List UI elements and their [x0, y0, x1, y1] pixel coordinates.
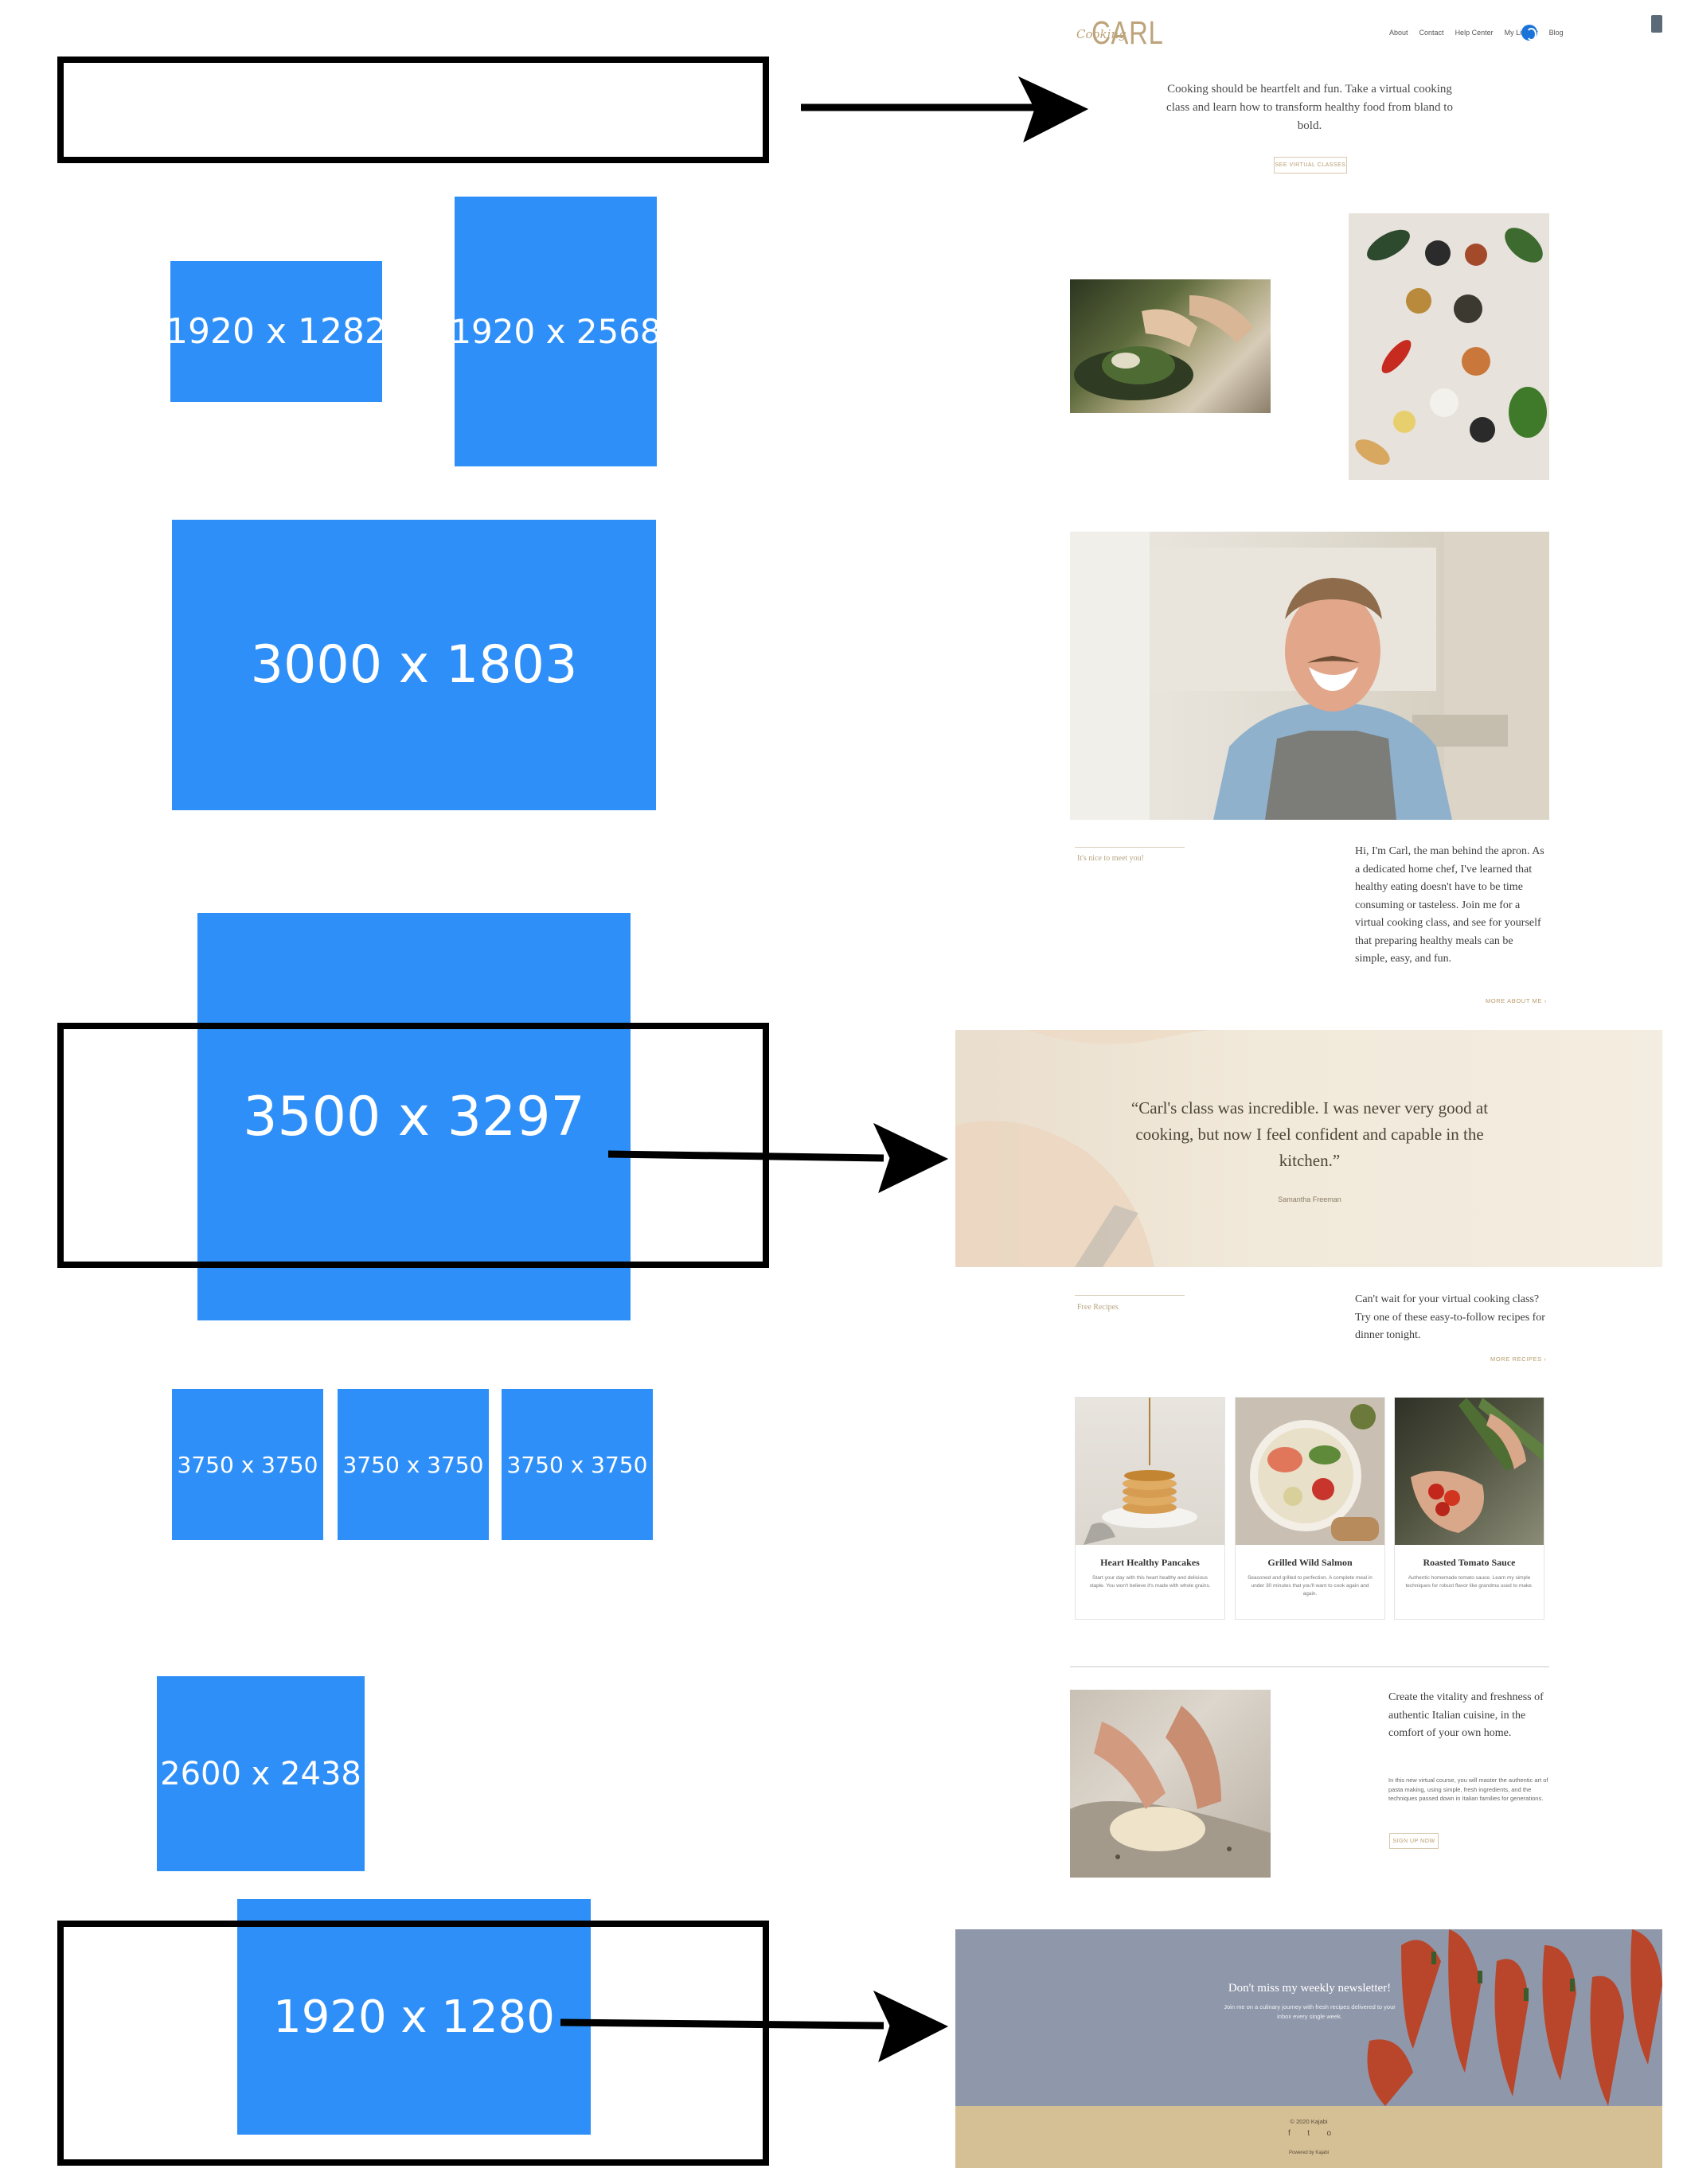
arrow-2-head [873, 1122, 949, 1193]
italian-course-body: In this new virtual course, you will mas… [1388, 1776, 1548, 1802]
account-icon[interactable] [1521, 25, 1537, 41]
tomatoes-hands-photo [1395, 1398, 1544, 1545]
instagram-icon[interactable]: o [1326, 2129, 1331, 2138]
testimonial-author: Samantha Freeman [1278, 1195, 1341, 1203]
arrow-3-head [873, 1990, 949, 2062]
recipe-description: Authentic homemade tomato sauce. Learn m… [1405, 1575, 1533, 1589]
recipe-card-salmon[interactable]: Grilled Wild Salmon Seasoned and grilled… [1235, 1397, 1385, 1620]
recipe-description: Seasoned and grilled to perfection. A co… [1248, 1575, 1373, 1597]
hero-text-highlight-box [57, 57, 769, 163]
pasta-dough-hands-photo [1070, 1690, 1271, 1878]
twitter-icon[interactable]: t [1307, 2129, 1310, 2138]
nav-item-about[interactable]: About [1389, 29, 1408, 37]
newsletter-highlight-box [57, 1921, 769, 2166]
newsletter-title: Don't miss my weekly newsletter! [1228, 1982, 1392, 1995]
recipe-title: Roasted Tomato Sauce [1423, 1557, 1516, 1568]
top-nav: About Contact Help Center My Library Blo… [1389, 29, 1564, 37]
image-size-box: 3750 x 3750 [502, 1389, 653, 1540]
arrow-1-head [1017, 76, 1089, 143]
pancakes-photo [1076, 1398, 1224, 1545]
recipe-card-tomato-sauce[interactable]: Roasted Tomato Sauce Authentic homemade … [1394, 1397, 1544, 1620]
logo[interactable]: CARL [1091, 14, 1164, 51]
chef-carl-portrait-photo [1070, 532, 1549, 820]
recipes-intro-text: Can't wait for your virtual cooking clas… [1355, 1293, 1545, 1341]
logo-script[interactable]: Cooking [1076, 27, 1127, 41]
spices-on-spoons-photo [1349, 213, 1549, 480]
italian-course-heading: Create the vitality and freshness of aut… [1388, 1691, 1544, 1739]
section-label-rule [1075, 1295, 1185, 1296]
see-virtual-classes-button[interactable]: SEE VIRTUAL CLASSES [1274, 157, 1347, 174]
nav-item-blog[interactable]: Blog [1548, 29, 1564, 37]
section-label-rule [1075, 847, 1185, 848]
salmon-bowl-photo [1236, 1398, 1384, 1545]
nav-item-help-center[interactable]: Help Center [1455, 29, 1494, 37]
about-text: Hi, I'm Carl, the man behind the apron. … [1355, 845, 1544, 965]
recipe-card-pancakes[interactable]: Heart Healthy Pancakes Start your day wi… [1075, 1397, 1225, 1620]
newsletter-background-photo [955, 1929, 1662, 2106]
sign-up-now-button[interactable]: SIGN UP NOW [1389, 1833, 1439, 1849]
testimonial-highlight-box [57, 1023, 769, 1268]
footer-powered-by[interactable]: Powered by Kajabi [1288, 2151, 1330, 2155]
image-size-box: 3500 x 3297 [197, 913, 631, 1320]
newsletter-subtitle: Join me on a culinary journey with fresh… [1224, 2003, 1396, 2020]
testimonial-quote: “Carl's class was incredible. I was neve… [1130, 1098, 1489, 1170]
recipe-title: Grilled Wild Salmon [1267, 1557, 1353, 1568]
testimonial-background-photo [955, 1030, 1662, 1267]
facebook-icon[interactable]: f [1288, 2129, 1291, 2138]
more-recipes-link[interactable]: MORE RECIPES › [1490, 1355, 1547, 1363]
side-panel-tab-icon[interactable] [1651, 15, 1662, 33]
chef-hands-plating-photo [1070, 279, 1271, 413]
more-about-me-link[interactable]: MORE ABOUT ME › [1486, 997, 1547, 1004]
image-size-box: 1920 x 2568 [450, 197, 662, 466]
image-size-box: 1920 x 1280 [237, 1899, 591, 2135]
site-footer [955, 2106, 1662, 2168]
hero-text: Cooking should be heartfelt and fun. Tak… [1166, 83, 1453, 132]
image-size-box: 3000 x 1803 [172, 520, 656, 810]
nav-item-contact[interactable]: Contact [1419, 29, 1444, 37]
image-size-box: 1920 x 1282 [166, 261, 387, 402]
section-divider [1070, 1666, 1549, 1667]
footer-social-icons: f t o [1288, 2129, 1331, 2138]
recipe-title: Heart Healthy Pancakes [1100, 1557, 1200, 1568]
footer-copyright: © 2020 Kajabi [1290, 2118, 1328, 2125]
about-section-label: It's nice to meet you! [1077, 854, 1144, 863]
recipes-section-label: Free Recipes [1077, 1303, 1119, 1312]
image-size-box: 3750 x 3750 [172, 1389, 323, 1540]
recipe-description: Start your day with this heart healthy a… [1089, 1575, 1211, 1589]
image-size-box: 2600 x 2438 [157, 1676, 365, 1871]
nav-item-my-library[interactable]: My Library [1504, 29, 1538, 37]
image-size-box: 3750 x 3750 [338, 1389, 489, 1540]
